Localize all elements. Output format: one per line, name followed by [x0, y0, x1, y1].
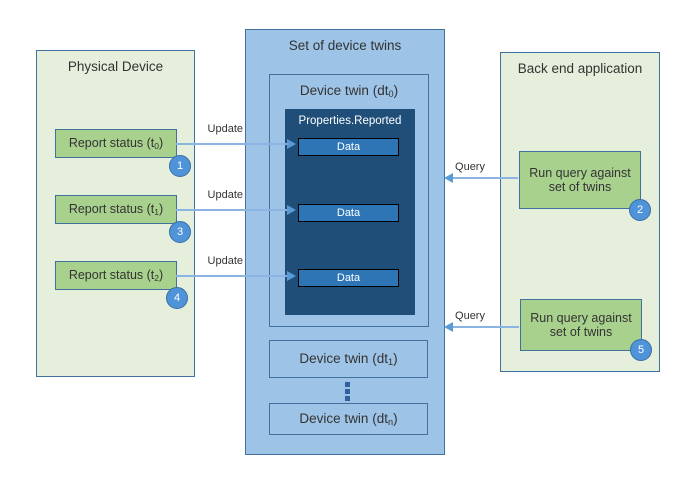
device-twin-dt1-box: Device twin (dt1) — [269, 340, 428, 378]
query-arrow-1-line — [453, 177, 518, 179]
query-arrow-2-line — [453, 326, 519, 328]
set-of-device-twins-box: Set of device twins Device twin (dt0) Pr… — [245, 29, 445, 455]
properties-reported-title: Properties.Reported — [298, 115, 402, 127]
ellipsis-dot — [345, 396, 350, 401]
device-twin-dt0-box: Device twin (dt0) Properties.Reported Da… — [269, 74, 429, 327]
update-arrow-1-line — [176, 143, 287, 145]
data-box-3: Data — [298, 269, 399, 287]
query-arrow-1-head-icon — [444, 173, 453, 183]
step-badge-1: 1 — [169, 155, 191, 177]
update-arrow-3-head-icon — [287, 271, 296, 281]
device-twin-dt1-label: Device twin (dt1) — [299, 350, 398, 367]
update-arrow-1-head-icon — [287, 139, 296, 149]
data-box-2: Data — [298, 204, 399, 222]
report-status-t1-label: Report status (t1) — [68, 202, 164, 217]
step-badge-3: 3 — [169, 221, 191, 243]
update-label-2: Update — [207, 189, 243, 201]
backend-application-title: Back end application — [517, 61, 643, 76]
set-of-device-twins-title: Set of device twins — [288, 38, 402, 53]
step-badge-5: 5 — [630, 339, 652, 361]
report-status-t2-box: Report status (t2) — [55, 261, 177, 290]
step-badge-4: 4 — [166, 287, 188, 309]
ellipsis-dot — [345, 389, 350, 394]
update-arrow-2-line — [176, 209, 287, 211]
update-label-1: Update — [207, 123, 243, 135]
update-arrow-2-head-icon — [287, 205, 296, 215]
device-twin-dtn-box: Device twin (dtn) — [269, 403, 428, 435]
ellipsis-dot — [345, 382, 350, 387]
query-arrow-2-head-icon — [444, 322, 453, 332]
report-status-t1-box: Report status (t1) — [55, 195, 177, 224]
device-twin-dt0-title: Device twin (dt0) — [299, 83, 399, 100]
step-badge-2: 2 — [629, 199, 651, 221]
report-status-t0-label: Report status (t0) — [68, 136, 164, 151]
device-twin-dtn-label: Device twin (dtn) — [299, 410, 398, 427]
query-label-1: Query — [455, 161, 485, 173]
report-status-t0-box: Report status (t0) — [55, 129, 177, 158]
update-arrow-3-line — [176, 275, 287, 277]
data-box-1: Data — [298, 138, 399, 156]
physical-device-title: Physical Device — [67, 59, 164, 74]
update-label-3: Update — [207, 255, 243, 267]
physical-device-box: Physical Device Report status (t0) Repor… — [36, 50, 195, 377]
query-label-2: Query — [455, 310, 485, 322]
report-status-t2-label: Report status (t2) — [68, 268, 164, 283]
properties-reported-box: Properties.Reported Data Data Data — [285, 109, 415, 315]
